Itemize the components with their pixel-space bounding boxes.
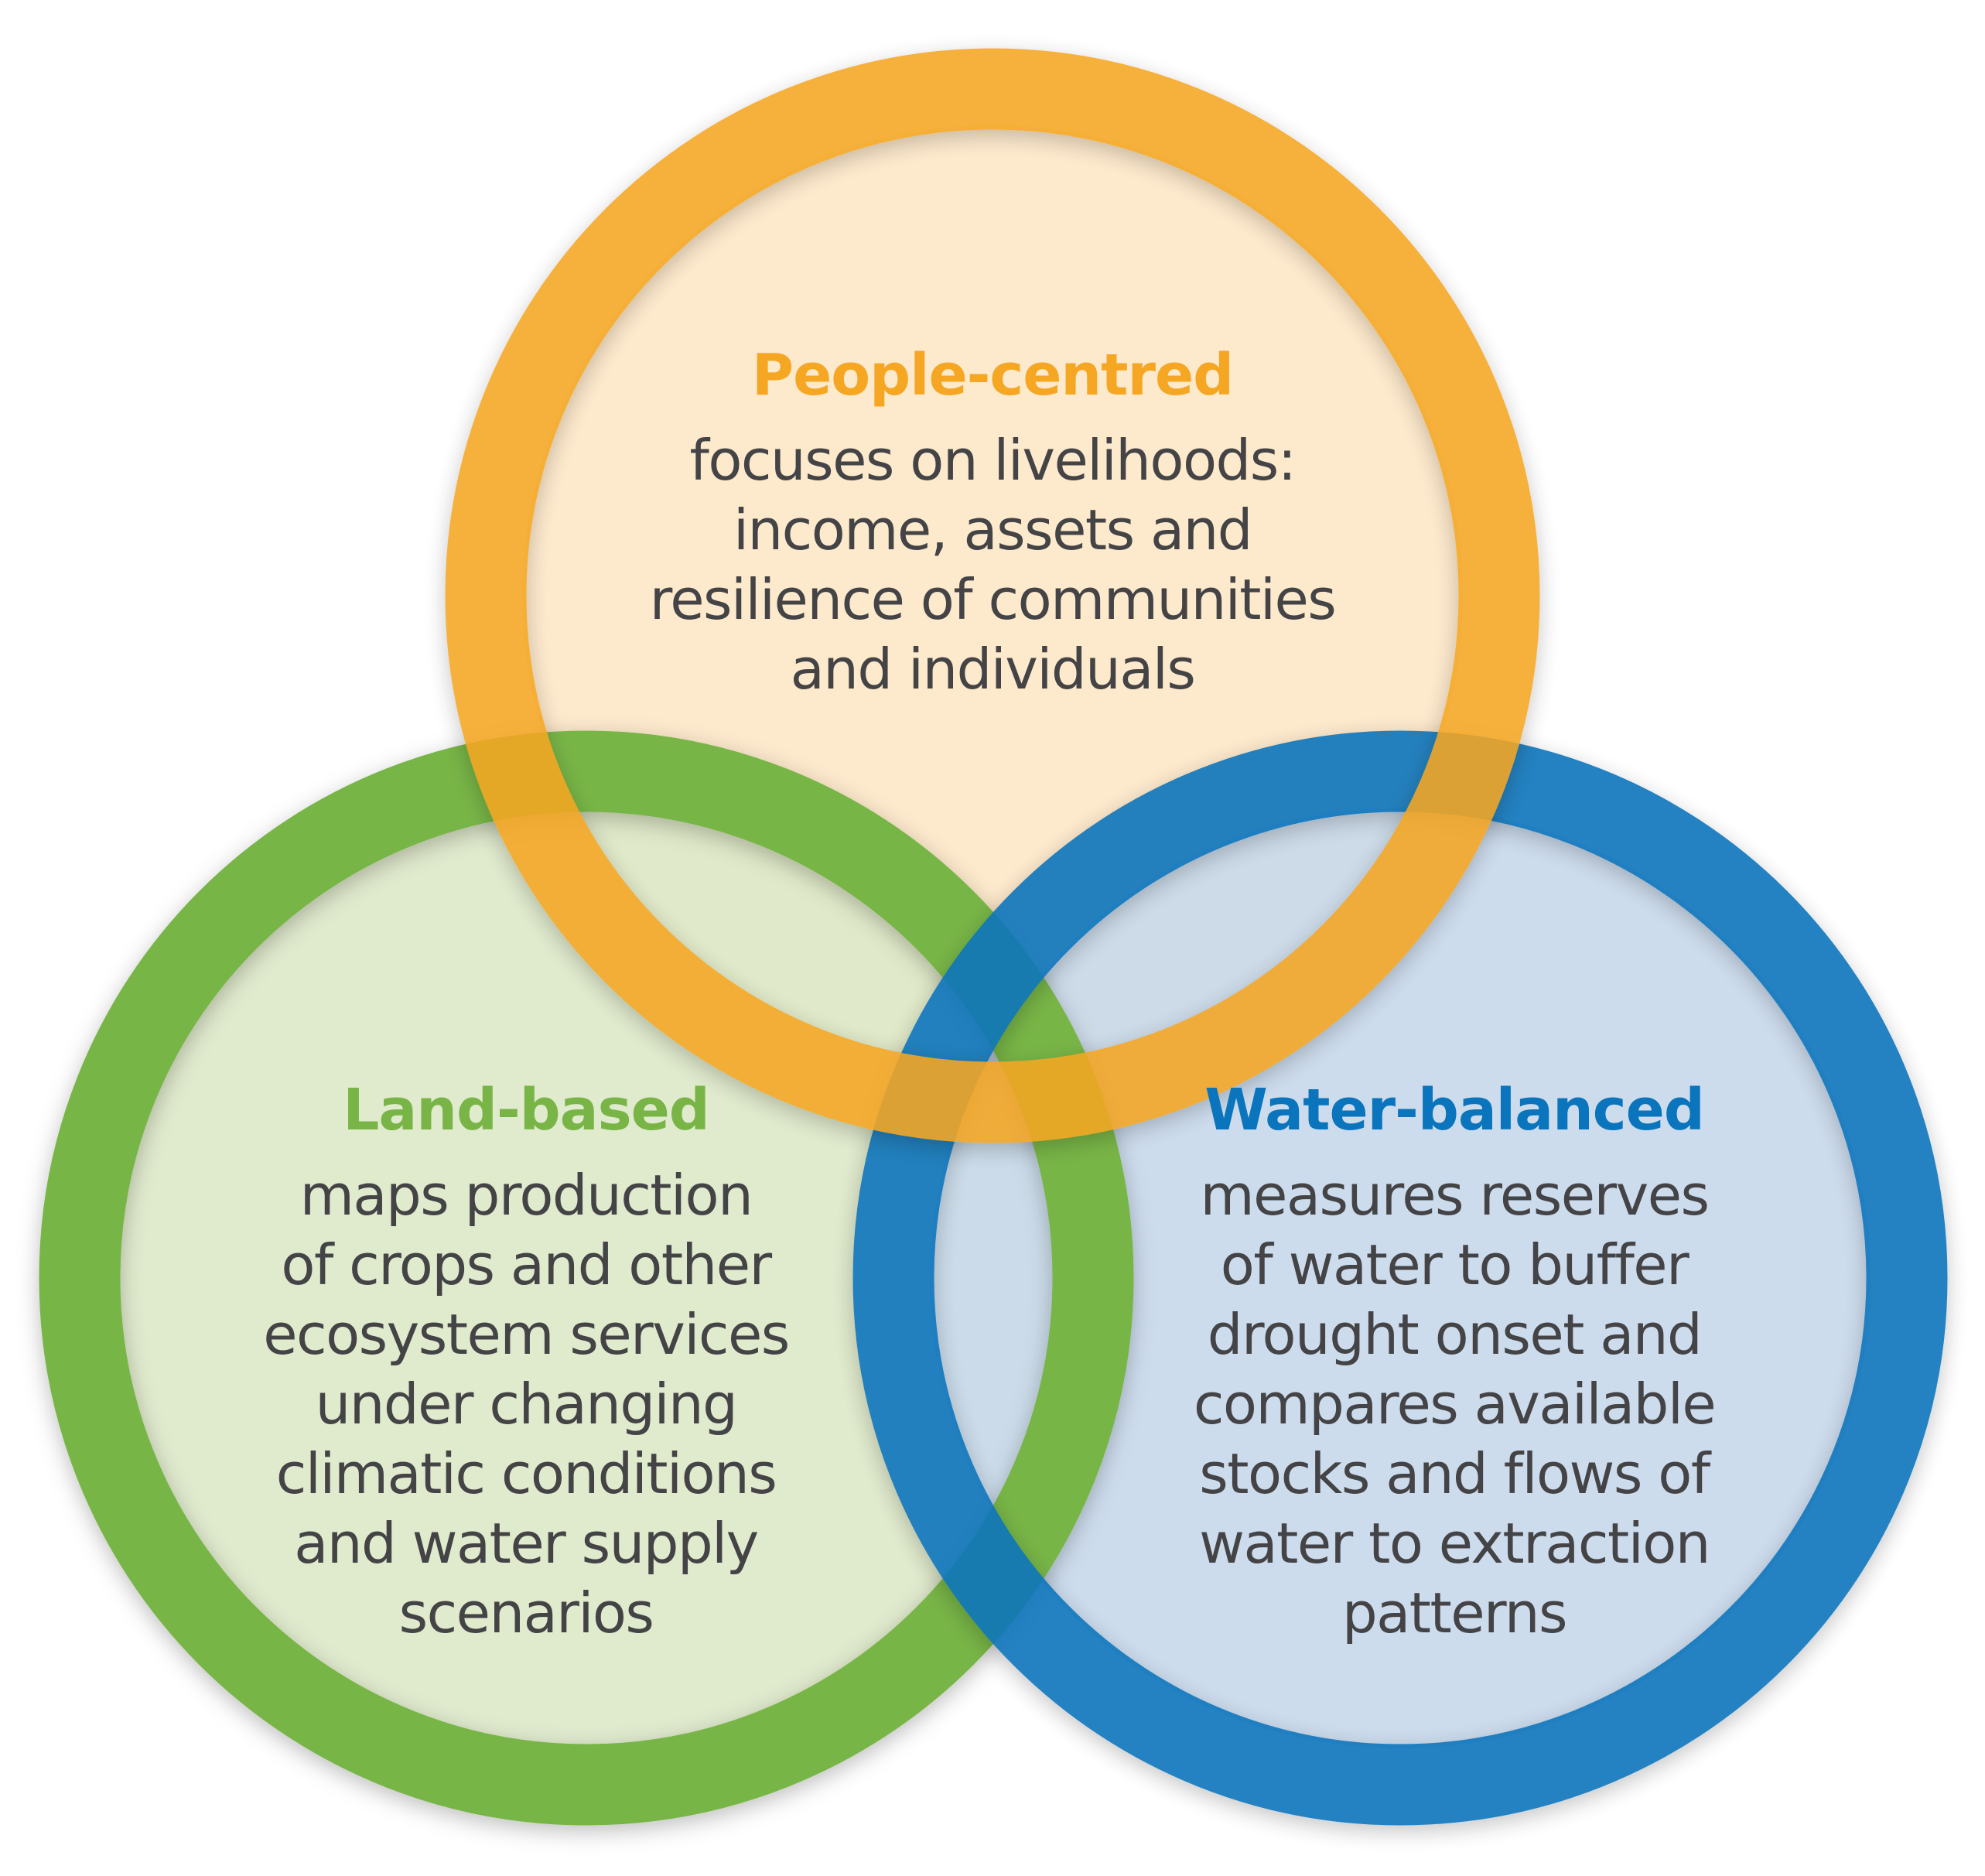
description-line: stocks and flows of xyxy=(1199,1441,1710,1506)
description-line: and water supply xyxy=(294,1511,759,1576)
water-balanced-blurb: Water-balanced measures reserves of wate… xyxy=(1068,1082,1841,1648)
people-centred-ring xyxy=(445,48,1540,1143)
people-centred-description: focuses on livelihoods: income, assets a… xyxy=(567,425,1418,704)
people-centred-blurb: People-centred focuses on livelihoods: i… xyxy=(567,347,1418,704)
description-line: patterns xyxy=(1341,1580,1568,1645)
description-line: ecosystem services xyxy=(263,1302,790,1367)
water-balanced-description: measures reserves of water to buffer dro… xyxy=(1068,1160,1841,1648)
description-line: under changing xyxy=(315,1372,738,1437)
description-line: climatic conditions xyxy=(275,1441,777,1506)
land-based-blurb: Land-based maps production of crops and … xyxy=(139,1082,913,1648)
land-based-description: maps production of crops and other ecosy… xyxy=(139,1160,913,1648)
description-line: and individuals xyxy=(790,637,1196,702)
description-line: compares available xyxy=(1193,1372,1717,1437)
description-line: of water to buffer xyxy=(1220,1232,1689,1297)
water-balanced-heading: Water-balanced xyxy=(1204,1077,1705,1143)
description-line: scenarios xyxy=(398,1580,654,1645)
description-line: water to extraction xyxy=(1199,1511,1710,1576)
land-based-ring xyxy=(39,730,1134,1826)
description-line: of crops and other xyxy=(281,1232,772,1297)
water-balanced-ring xyxy=(852,730,1948,1826)
description-line: measures reserves xyxy=(1200,1163,1710,1228)
description-line: drought onset and xyxy=(1207,1302,1703,1367)
land-based-heading: Land-based xyxy=(343,1077,710,1143)
people-centred-heading: People-centred xyxy=(751,342,1234,408)
description-line: income, assets and xyxy=(733,497,1253,562)
description-line: maps production xyxy=(299,1163,753,1228)
description-line: focuses on livelihoods: xyxy=(689,428,1297,493)
description-line: resilience of communities xyxy=(649,567,1337,632)
